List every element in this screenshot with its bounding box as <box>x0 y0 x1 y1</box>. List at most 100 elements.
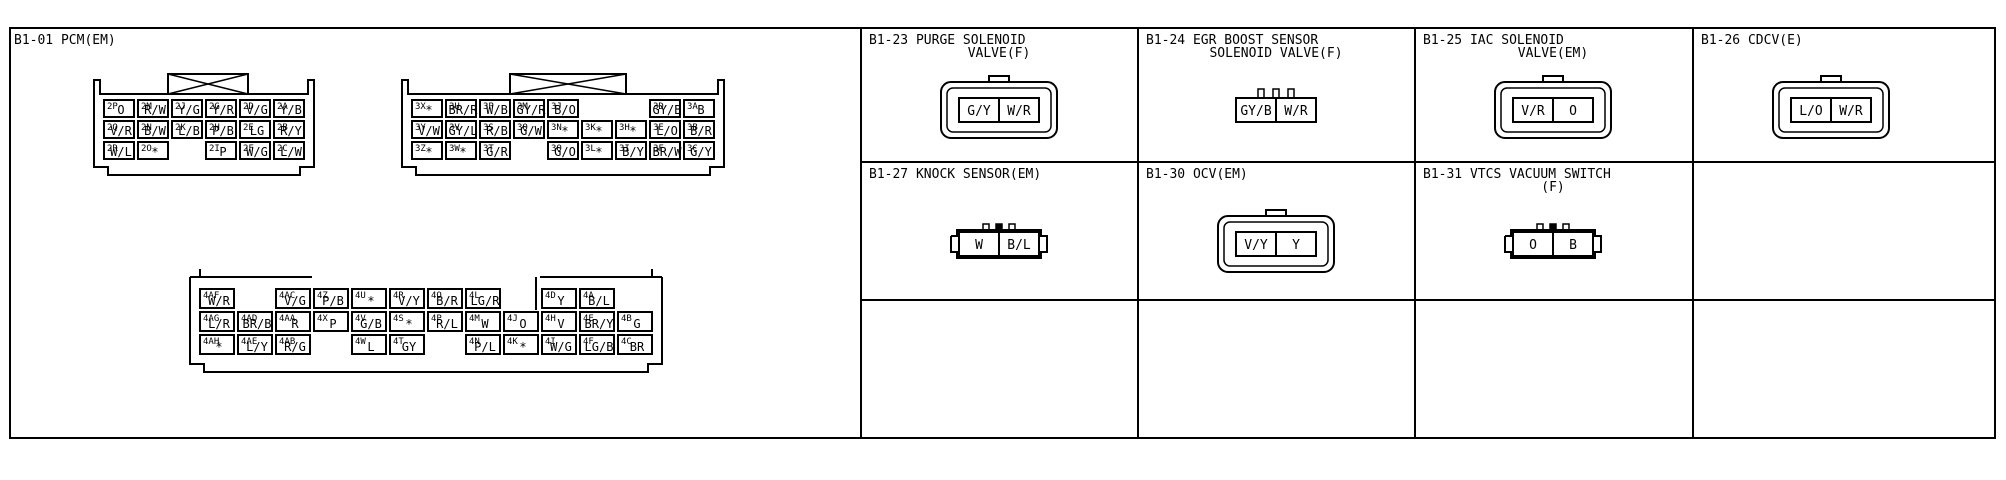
pin-cell-box <box>649 99 681 118</box>
pin-cell-box <box>615 120 647 139</box>
pin-wire-color: R <box>291 317 299 331</box>
pin-wire-color: P/L <box>474 340 496 354</box>
pin-id: 3B <box>687 123 698 133</box>
connector-housing-inner <box>1500 87 1606 133</box>
pin-wire-color: BR/Y <box>585 317 615 331</box>
pin-wire-color: W/R <box>1839 104 1863 119</box>
pin-id: 4AA <box>279 314 296 324</box>
pin-cell: 3N* <box>547 120 579 139</box>
pin-cell-box <box>199 334 235 355</box>
lock-tab <box>988 75 1010 83</box>
pin-id: 4AC <box>279 291 295 301</box>
pcm-block-a-outline <box>93 73 315 176</box>
pin-cell-box <box>237 334 273 355</box>
pin-wire-color: * <box>459 145 466 159</box>
pin-cell-box <box>683 99 715 118</box>
pin-id: 3E <box>653 123 664 133</box>
pin-cell-box <box>547 120 579 139</box>
connector-title: B1-27 KNOCK SENSOR(EM) <box>869 167 1041 182</box>
pin-wire-color: G/B <box>360 317 382 331</box>
pin-id: 3T <box>483 144 494 154</box>
pin-wire-color: * <box>405 317 412 331</box>
pin-cell-box <box>617 334 653 355</box>
pin-cell: 2QV/R <box>103 120 135 139</box>
pin-id: 2B <box>277 123 288 133</box>
pin-id: 3C <box>687 144 698 154</box>
pin-wire-color: G/W <box>520 124 542 138</box>
pin-id: 4H <box>545 314 556 324</box>
pin-cell: 4S* <box>389 311 425 332</box>
pin-id: 2K <box>175 123 186 133</box>
pin-cell: 2RW/L <box>103 141 135 160</box>
pin-id: 4W <box>355 337 366 347</box>
pin-cell-box <box>273 99 305 118</box>
pin-cell: 2GY/R <box>205 99 237 118</box>
pin-id: 2F <box>243 144 254 154</box>
pin-cell-box <box>205 99 237 118</box>
pin-id: 3O <box>551 144 562 154</box>
pin-id: 4E <box>583 314 594 324</box>
pin-cell: 4U* <box>351 288 387 309</box>
pin-cell: 4K* <box>503 334 539 355</box>
pin-wire-color: W/G <box>550 340 572 354</box>
connector-title: B1-26 CDCV(E) <box>1701 33 1803 48</box>
connector-title: VALVE(EM) <box>1518 46 1588 61</box>
pin-wire-color: W/G <box>246 145 268 159</box>
pin-wire-color: P/B <box>322 294 344 308</box>
pin-cell-box <box>205 120 237 139</box>
pin-cell-box <box>103 99 135 118</box>
pin-id: 3H <box>619 123 630 133</box>
pcm-block-c-outline <box>189 269 663 373</box>
pin-id: 2Q <box>107 123 118 133</box>
pin-cell: 2CL/W <box>273 141 305 160</box>
pin-cell-box <box>513 120 545 139</box>
pin-cell: 3Z* <box>411 141 443 160</box>
pin-wire-color: BR/W <box>653 145 683 159</box>
pin-wire-color: * <box>595 145 602 159</box>
pin-cell: 2MR/W <box>137 99 169 118</box>
pin-cell-box <box>199 288 235 309</box>
pin-id: 4AE <box>241 337 257 347</box>
pin-cell: 3JB/O <box>547 99 579 118</box>
pin-wire-color: R/G <box>284 340 306 354</box>
lock-tab <box>1287 88 1295 99</box>
pin-cell: 3TG/R <box>479 141 511 160</box>
pin-wire-color: B/L <box>1007 238 1031 253</box>
pin-cell: 2JY/G <box>171 99 203 118</box>
pin-id: 3F <box>653 144 664 154</box>
pin-wire-color: P <box>329 317 336 331</box>
pin-wire-color: G <box>633 317 640 331</box>
pin-id: 2G <box>209 102 220 112</box>
pin-wire-color: GY <box>402 340 417 354</box>
pin-wire-color: LG/R <box>471 294 501 308</box>
pin-id: 4R <box>393 291 404 301</box>
pin-wire-color: Y/B <box>280 103 302 117</box>
pin-cell-box <box>445 99 477 118</box>
pin-cell-box <box>427 288 463 309</box>
pin-wire-color: P <box>219 145 226 159</box>
connector-title: B1-24 EGR BOOST SENSOR <box>1146 33 1318 48</box>
pin-id: 3V <box>449 123 460 133</box>
pin-id: 4S <box>393 314 404 324</box>
pin-cell-box <box>479 120 511 139</box>
pin-wire-color: L/B <box>178 124 200 138</box>
pin-wire-color: Y/R <box>212 103 234 117</box>
pin-cell-box <box>313 288 349 309</box>
pin-id: 4M <box>469 314 480 324</box>
pin-cell: 4AB/L <box>579 288 615 309</box>
pin-id: 4A <box>583 291 594 301</box>
pin-id: 4F <box>583 337 594 347</box>
pin-cell-box <box>239 99 271 118</box>
lock-tab <box>995 223 1003 231</box>
